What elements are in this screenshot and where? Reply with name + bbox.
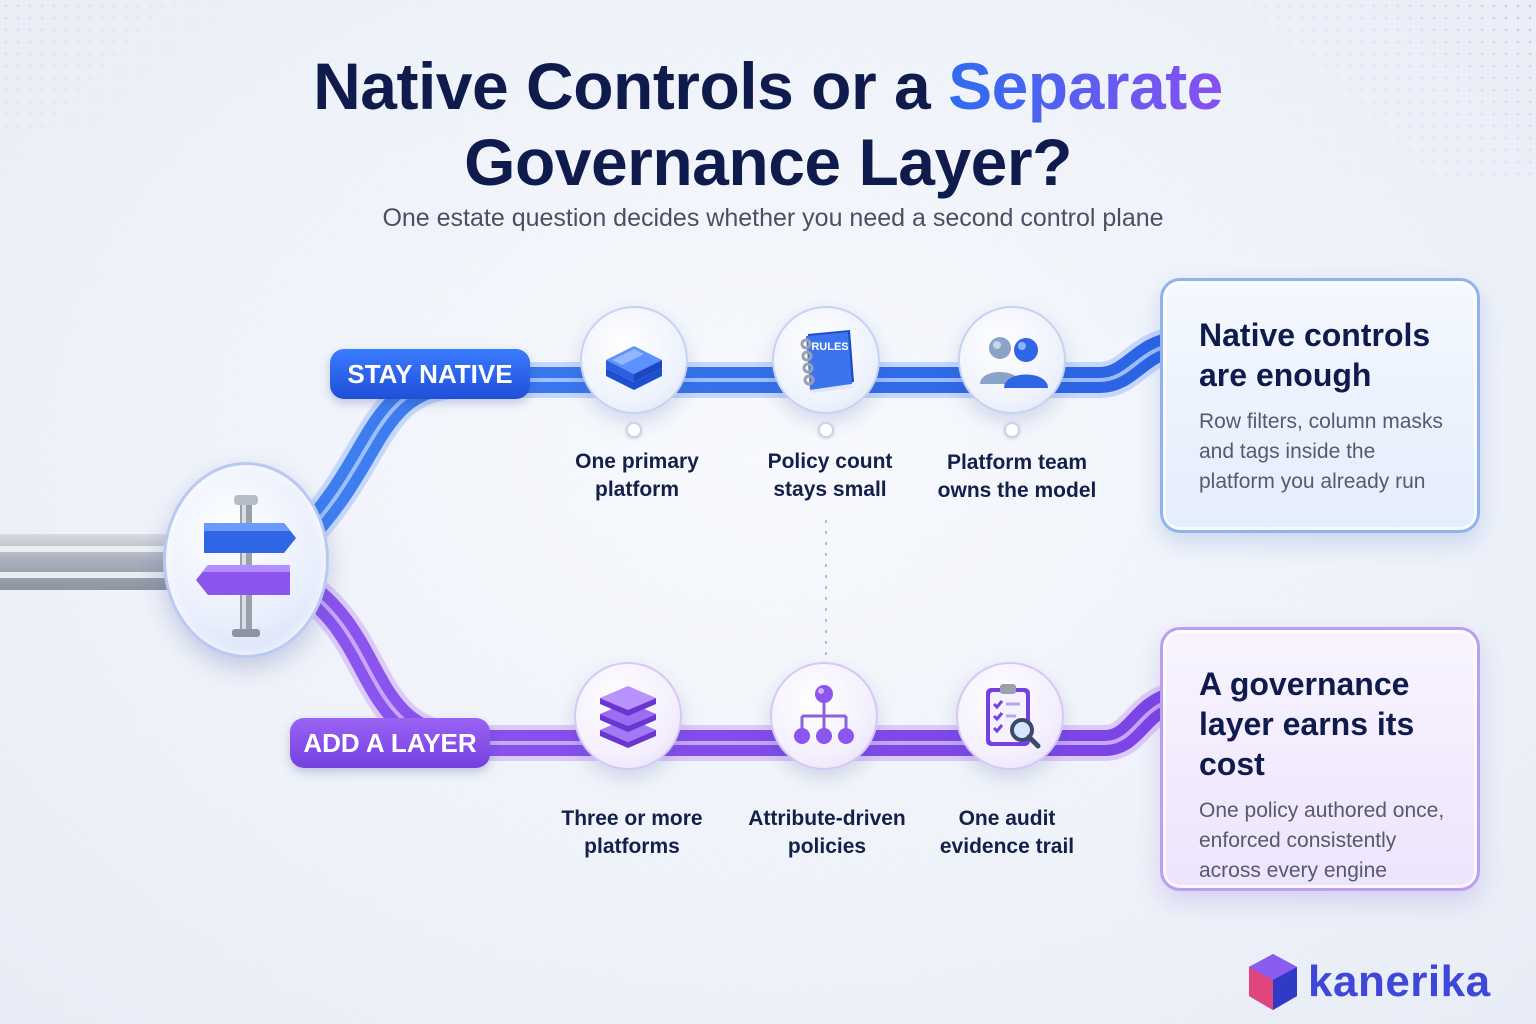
outcome-card-native-body: Row filters, column masks and tags insid… xyxy=(1199,410,1443,493)
background-dots-right xyxy=(1176,0,1536,180)
team-icon xyxy=(980,337,1048,388)
add-a-layer-badge: ADD A LAYER xyxy=(290,718,490,768)
kanerika-cube-icon xyxy=(1249,954,1297,1010)
step-connector-dot xyxy=(818,422,834,438)
step-connector-dot xyxy=(1004,422,1020,438)
step-label-one-primary-platform: One primary platform xyxy=(575,450,699,501)
signpost-icon xyxy=(196,495,296,637)
audit-clipboard-icon xyxy=(986,684,1041,749)
step-node-attribute-driven-policies xyxy=(770,662,878,770)
title-line1-prefix: Native Controls or a xyxy=(313,49,949,123)
step-node-one-primary-platform xyxy=(580,306,688,414)
step-label-three-or-more-platforms: Three or more platforms xyxy=(561,807,703,858)
page-subtitle: One estate question decides whether you … xyxy=(382,204,1164,232)
outcome-card-governance-title: A governance layer earns its cost xyxy=(1199,666,1415,782)
stay-native-badge: STAY NATIVE xyxy=(330,349,530,399)
step-label-platform-team: Platform team owns the model xyxy=(937,451,1097,502)
rules-book-label: RULES xyxy=(811,341,848,353)
single-platform-icon xyxy=(606,346,662,390)
step-node-one-audit-trail xyxy=(956,662,1064,770)
background-dots-left xyxy=(0,0,260,130)
decision-hub xyxy=(163,462,329,658)
outcome-card-governance-layer: A governance layer earns its cost One po… xyxy=(1160,627,1480,891)
title-line2: Governance Layer? xyxy=(464,125,1072,199)
step-label-policy-count: Policy count stays small xyxy=(767,450,893,501)
kanerika-wordmark: kanerika xyxy=(1308,957,1491,1006)
stacked-layers-icon xyxy=(600,686,656,748)
page-title: Native Controls or a Separate Governance… xyxy=(0,48,1536,200)
outcome-card-native-title: Native controls are enough xyxy=(1199,317,1431,393)
step-node-policy-count: RULES xyxy=(772,306,880,414)
outcome-card-governance-body: One policy authored once, enforced consi… xyxy=(1199,799,1445,882)
title-line1-accent: Separate xyxy=(948,49,1223,123)
outcome-card-native: Native controls are enough Row filters, … xyxy=(1160,278,1480,533)
step-connector-dot xyxy=(626,422,642,438)
step-label-attribute-driven-policies: Attribute-driven policies xyxy=(748,807,906,858)
step-node-platform-team xyxy=(958,306,1066,414)
rules-book-icon: RULES xyxy=(800,330,854,393)
step-node-three-or-more-platforms xyxy=(574,662,682,770)
hierarchy-icon xyxy=(794,685,854,744)
step-label-one-audit-trail: One audit evidence trail xyxy=(939,807,1075,858)
